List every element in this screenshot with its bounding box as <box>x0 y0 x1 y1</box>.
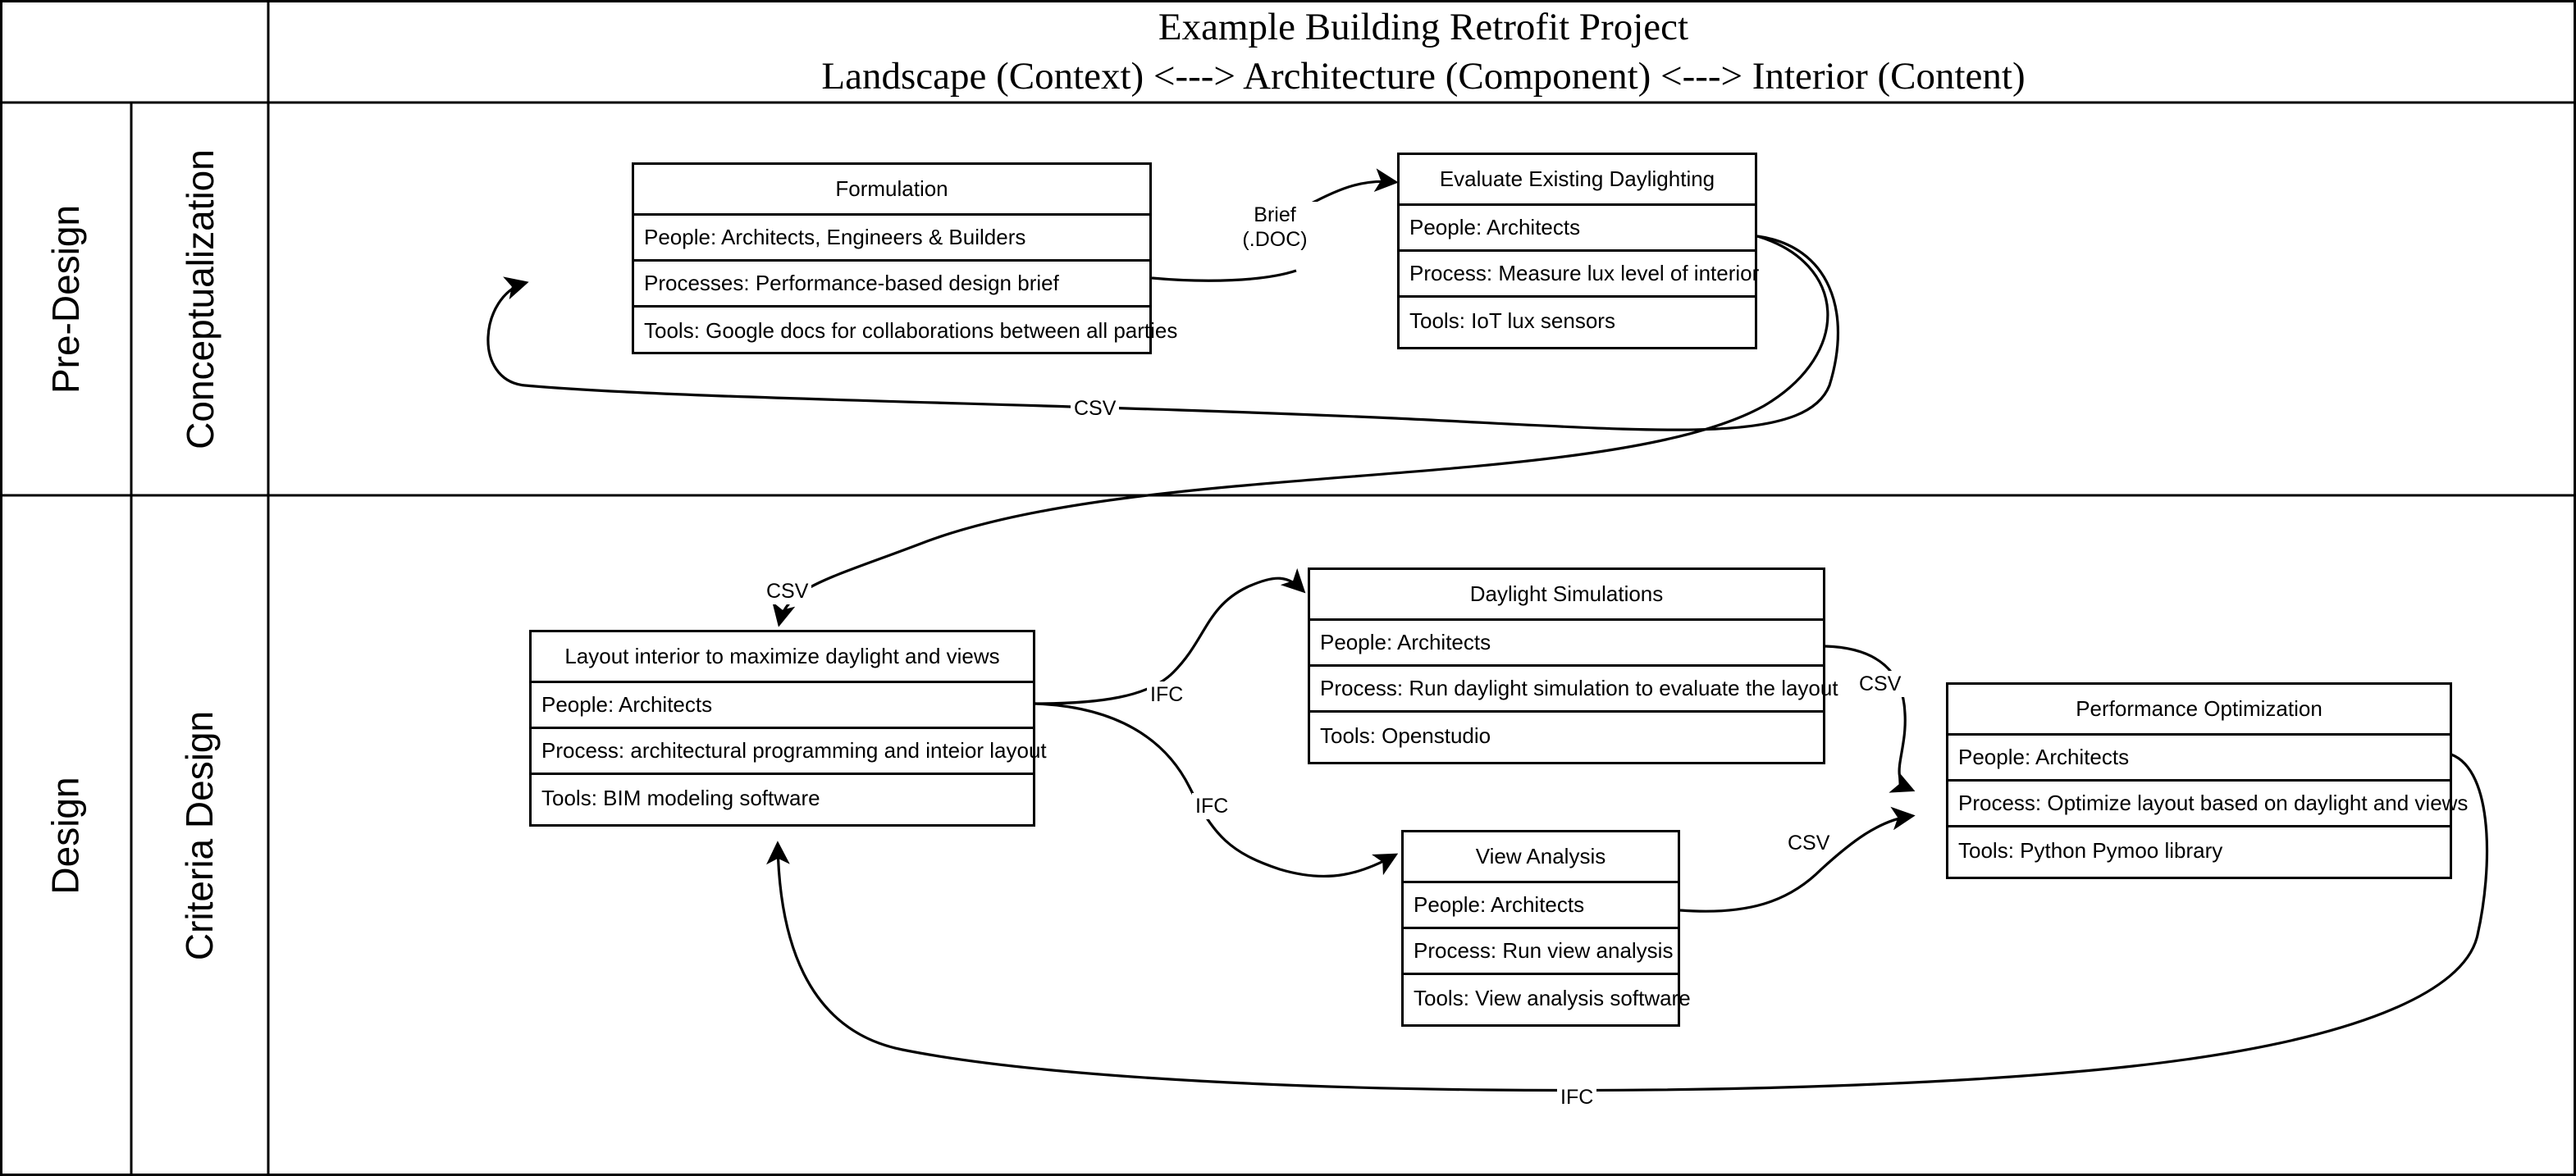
edge-csv-to-layout <box>772 235 1829 627</box>
edge-label-csv-view-to-optimization: CSV <box>1784 830 1834 856</box>
node-evaluate-existing-daylighting-process: Process: Measure lux level of interior <box>1400 252 1759 298</box>
edge-ifc-to-view <box>1035 702 1399 878</box>
node-formulation[interactable]: Formulation People: Architects, Engineer… <box>632 162 1178 354</box>
node-evaluate-existing-daylighting-title: Evaluate Existing Daylighting <box>1400 155 1755 206</box>
node-daylight-simulations-title: Daylight Simulations <box>1310 570 1823 621</box>
node-view-analysis-process: Process: Run view analysis <box>1404 929 1678 975</box>
node-formulation-people: People: Architects, Engineers & Builders <box>634 216 1149 262</box>
node-layout-interior-process: Process: architectural programming and i… <box>532 729 1047 775</box>
edge-csv-daylight-to-optimization <box>1825 645 1916 793</box>
edge-label-ifc-to-view: IFC <box>1192 793 1232 819</box>
edge-label-csv-return-top: CSV <box>1071 395 1120 422</box>
node-evaluate-existing-daylighting[interactable]: Evaluate Existing Daylighting People: Ar… <box>1397 153 1759 349</box>
edge-ifc-return-to-layout <box>766 753 2489 1092</box>
edge-csv-return-to-formulation <box>486 235 1840 431</box>
node-formulation-tools: Tools: Google docs for collaborations be… <box>644 317 1178 343</box>
edge-csv-view-to-optimization <box>1679 806 1916 913</box>
node-performance-optimization-tools: Tools: Python Pymoo library <box>1958 837 2223 863</box>
node-layout-interior-title: Layout interior to maximize daylight and… <box>532 632 1033 683</box>
edge-label-csv-daylight-to-optimization: CSV <box>1856 671 1905 697</box>
node-formulation-title: Formulation <box>634 165 1149 216</box>
edge-label-ifc-return-bottom: IFC <box>1557 1084 1597 1110</box>
node-daylight-simulations[interactable]: Daylight Simulations People: Architects … <box>1308 567 1838 764</box>
edge-label-brief-doc: Brief (.DOC) <box>1226 202 1323 253</box>
edge-ifc-to-daylight <box>1035 567 1306 705</box>
title-line-1: Example Building Retrofit Project <box>1158 5 1689 48</box>
node-daylight-simulations-tools: Tools: Openstudio <box>1320 722 1491 748</box>
node-evaluate-existing-daylighting-tools: Tools: IoT lux sensors <box>1409 308 1615 333</box>
node-daylight-simulations-people: People: Architects <box>1310 621 1823 667</box>
edge-label-ifc-to-daylight: IFC <box>1147 681 1187 708</box>
edge-label-brief-line2: (.DOC) <box>1242 228 1308 251</box>
node-view-analysis-tools: Tools: View analysis software <box>1414 985 1691 1010</box>
node-performance-optimization-people: People: Architects <box>1948 736 2450 782</box>
title-line-2: Landscape (Context) <---> Architecture (… <box>821 54 2026 98</box>
edge-label-csv-into-layout: CSV <box>763 578 812 604</box>
node-performance-optimization[interactable]: Performance Optimization People: Archite… <box>1946 682 2468 879</box>
page-title: Example Building Retrofit Project Landsc… <box>271 0 2576 103</box>
node-layout-interior-tools: Tools: BIM modeling software <box>541 785 820 810</box>
node-daylight-simulations-process: Process: Run daylight simulation to eval… <box>1310 667 1838 713</box>
node-layout-interior[interactable]: Layout interior to maximize daylight and… <box>529 630 1047 827</box>
edge-label-brief-line1: Brief <box>1254 203 1296 226</box>
node-performance-optimization-title: Performance Optimization <box>1948 685 2450 736</box>
node-performance-optimization-process: Process: Optimize layout based on daylig… <box>1948 782 2468 827</box>
node-formulation-process: Processes: Performance-based design brie… <box>634 262 1149 308</box>
node-layout-interior-people: People: Architects <box>532 683 1033 729</box>
node-evaluate-existing-daylighting-people: People: Architects <box>1400 206 1755 252</box>
node-view-analysis[interactable]: View Analysis People: Architects Process… <box>1401 830 1691 1027</box>
node-view-analysis-title: View Analysis <box>1404 832 1678 883</box>
node-view-analysis-people: People: Architects <box>1404 883 1678 929</box>
